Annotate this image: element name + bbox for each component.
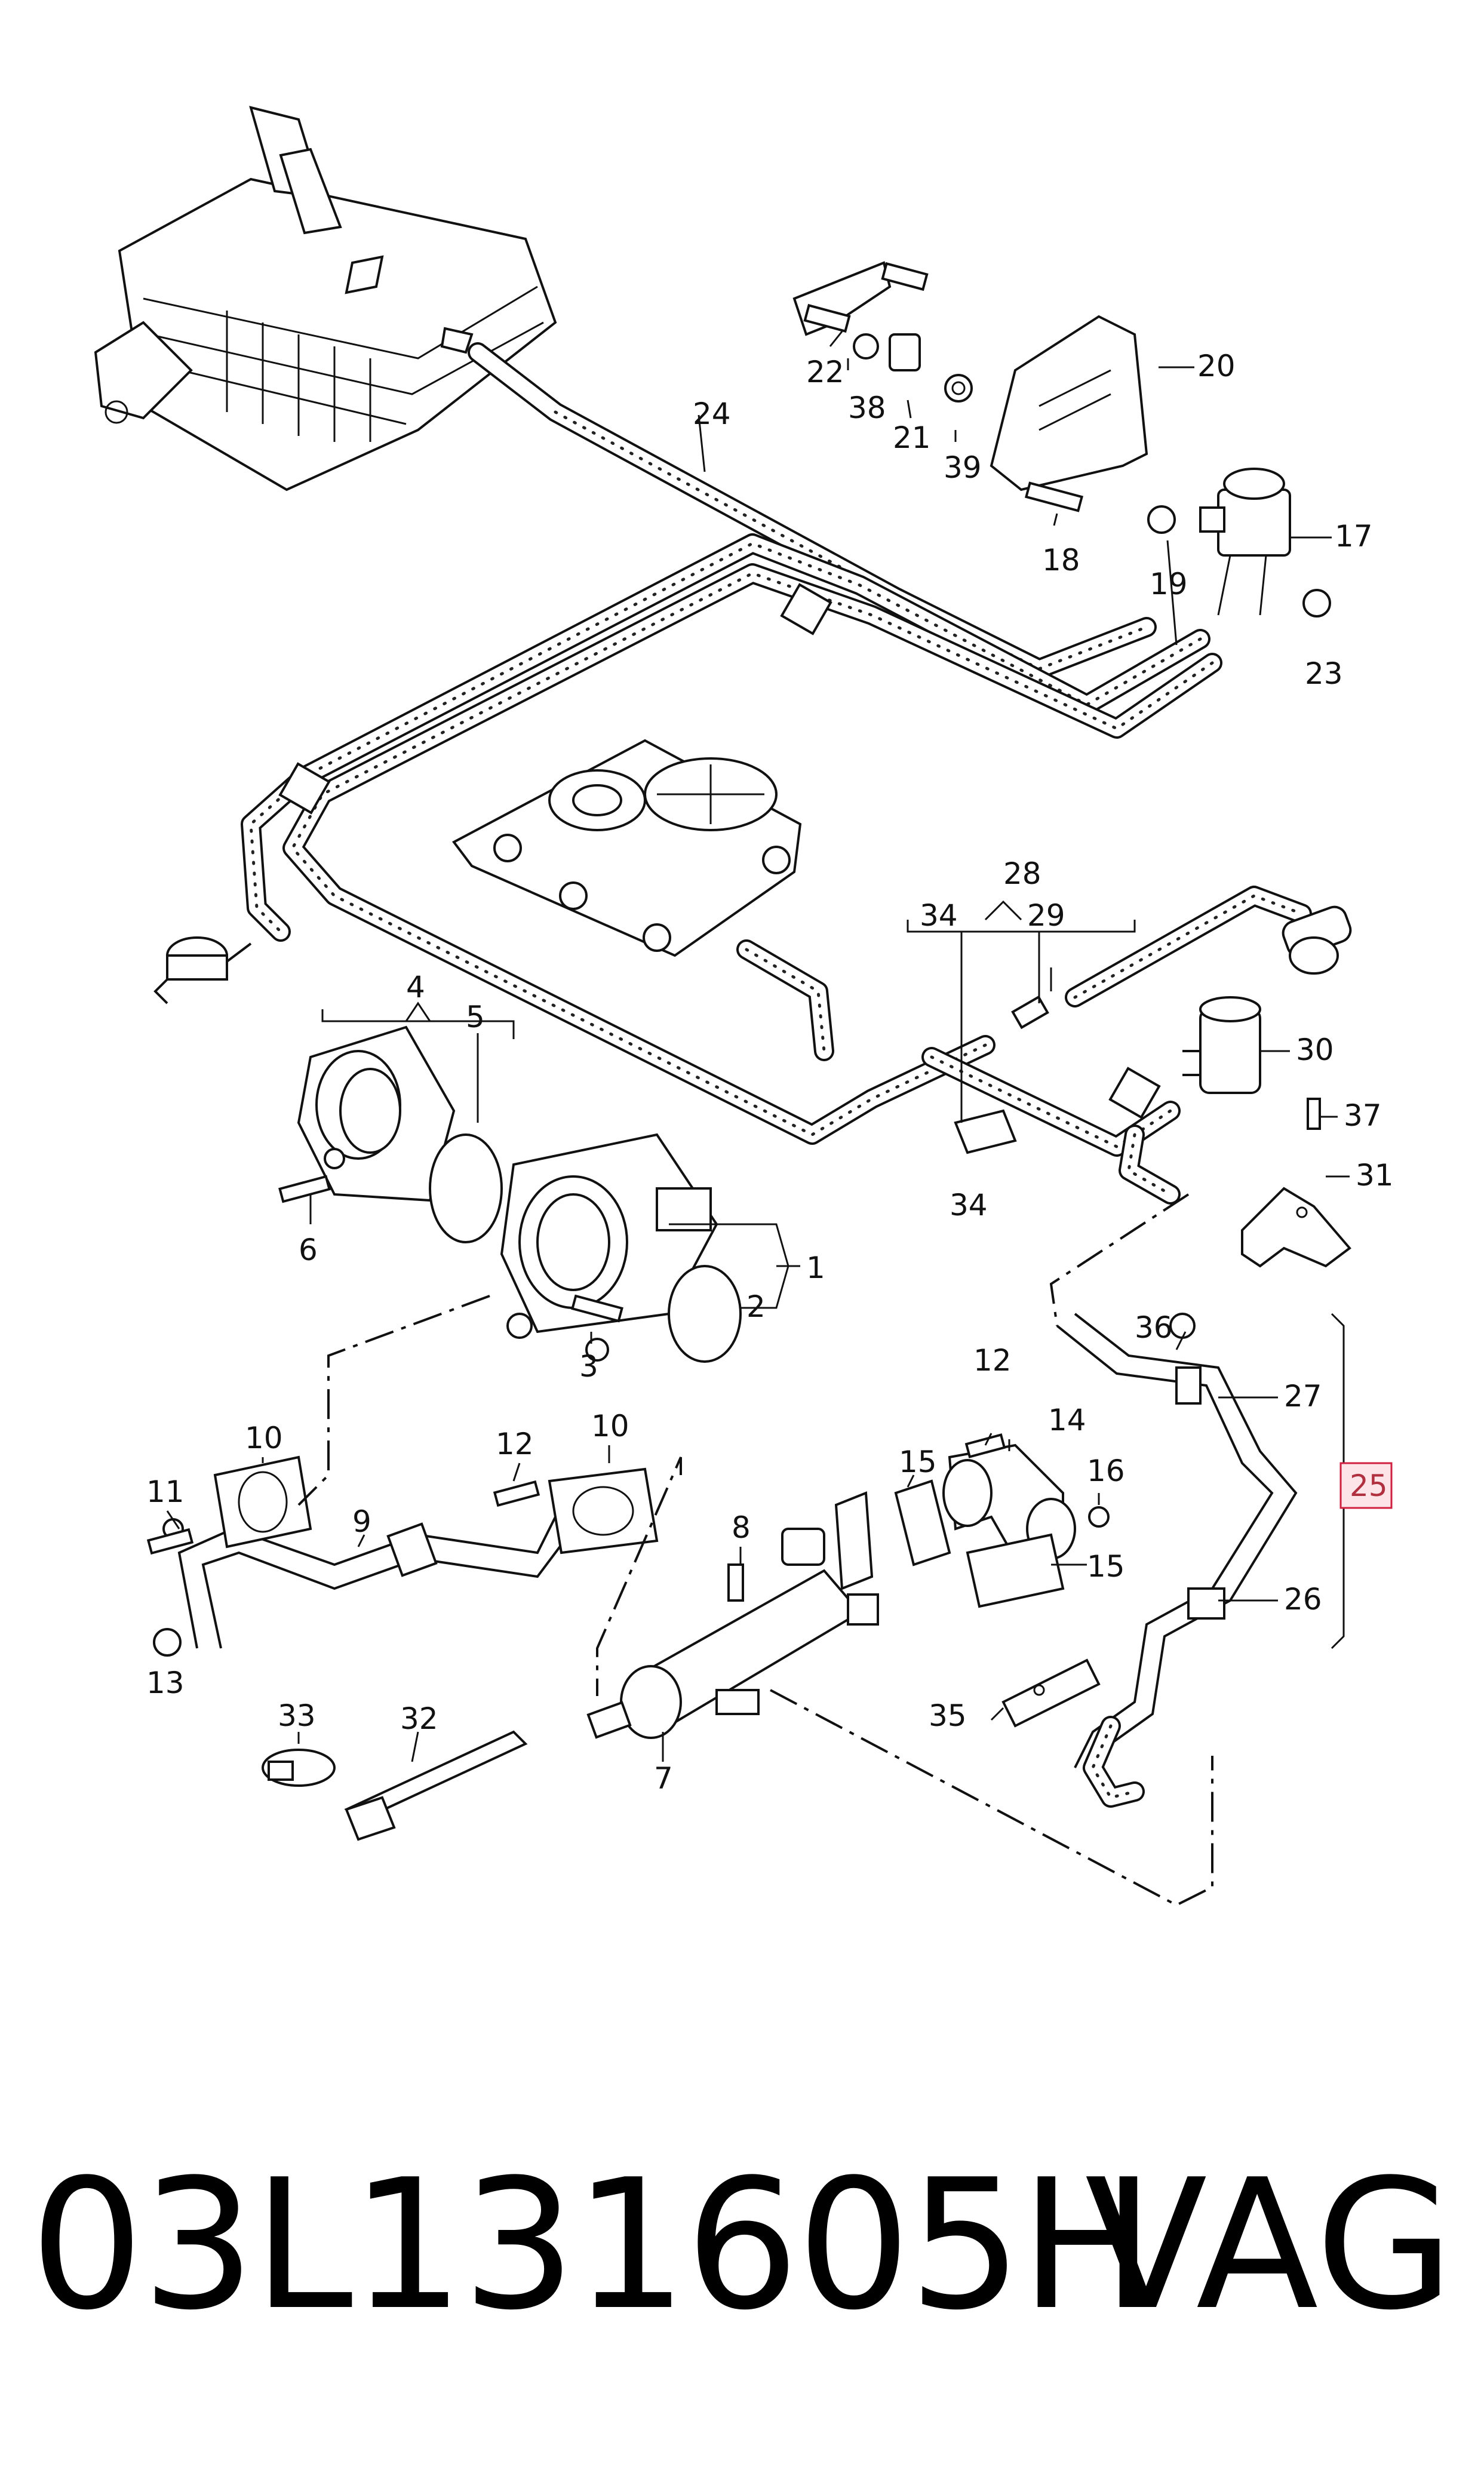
- callout-16: 16: [1087, 1454, 1125, 1488]
- callout-10b: 10: [591, 1409, 629, 1443]
- cylinder-head-cover: [451, 739, 802, 957]
- callout-25[interactable]: 25: [1350, 1469, 1388, 1503]
- egr-elbow-14: [942, 1443, 1076, 1560]
- callout-39: 39: [944, 450, 982, 485]
- vacuum-canister-left: [153, 936, 252, 1004]
- part-number: 03L131605H: [30, 2141, 1155, 2349]
- egr-cooler-7: [586, 1491, 879, 1739]
- hose-clamp-33: [262, 1749, 336, 1787]
- callout-8: 8: [732, 1510, 751, 1545]
- leader-dashdot-4: [1049, 1193, 1190, 1326]
- heat-shield-35: [1001, 1658, 1101, 1728]
- callout-12b: 12: [973, 1343, 1012, 1378]
- o-ring-2: [668, 1265, 742, 1363]
- brand-label: VAG: [1084, 2141, 1454, 2349]
- leader-dashdot-1: [297, 1295, 490, 1506]
- callout-1: 1: [806, 1251, 825, 1285]
- callout-4: 4: [406, 970, 425, 1004]
- callout-3: 3: [579, 1349, 598, 1384]
- callout-2: 2: [746, 1289, 766, 1324]
- vacuum-reservoir-30: [1182, 996, 1261, 1094]
- callout-14: 14: [1048, 1403, 1086, 1437]
- leader-lines: [166, 331, 1357, 1762]
- callout-24: 24: [693, 397, 731, 431]
- solenoid-bracket-assembly: [792, 261, 1331, 618]
- egr-tube-assembly: [1056, 1313, 1298, 1808]
- clip-34: [954, 1109, 1017, 1154]
- callout-28: 28: [1003, 856, 1041, 891]
- air-filter-housing: [94, 106, 557, 491]
- callout-17: 17: [1335, 519, 1373, 554]
- callout-18: 18: [1042, 543, 1080, 577]
- gasket-15b: [966, 1533, 1065, 1608]
- callout-20: 20: [1197, 349, 1236, 383]
- gasket-10-right: [548, 1467, 659, 1555]
- callout-13: 13: [146, 1666, 185, 1700]
- callout-29: 29: [1027, 898, 1065, 933]
- o-ring-5: [429, 1133, 503, 1243]
- callout-21: 21: [893, 420, 931, 455]
- callout-7: 7: [654, 1761, 673, 1796]
- leader-dashdot-3: [770, 1689, 1213, 1907]
- callout-32: 32: [400, 1701, 438, 1736]
- leader-dashdot-2: [596, 1457, 682, 1696]
- callout-19: 19: [1150, 567, 1188, 601]
- callout-22: 22: [806, 355, 844, 389]
- pressure-valve-right: [1282, 905, 1352, 975]
- check-valve-29: [1011, 995, 1049, 1030]
- callout-23: 23: [1305, 656, 1343, 691]
- exploded-parts-diagram: 24 20 22 38 21 39 18 19 17 23 4 5 6 1 2 …: [94, 106, 1394, 1907]
- gasket-15: [894, 1479, 951, 1566]
- callout-10a: 10: [245, 1421, 283, 1455]
- gasket-10-left: [213, 1455, 312, 1549]
- callout-35: 35: [929, 1698, 967, 1733]
- callout-12a: 12: [496, 1427, 534, 1461]
- callout-6: 6: [299, 1233, 318, 1267]
- callout-33: 33: [278, 1698, 316, 1733]
- bracket-31: [1241, 1187, 1351, 1268]
- callout-37: 37: [1344, 1098, 1382, 1133]
- egr-valve: [500, 1133, 718, 1362]
- callout-27: 27: [1284, 1379, 1322, 1414]
- callout-9: 9: [352, 1504, 371, 1539]
- callout-34b: 34: [950, 1188, 988, 1222]
- callout-15b: 15: [1087, 1549, 1125, 1584]
- callout-25-highlight-box[interactable]: [1339, 1462, 1393, 1509]
- vacuum-hose-network: [241, 342, 1312, 1205]
- throttle-body: [278, 1025, 456, 1203]
- callout-26: 26: [1284, 1582, 1322, 1617]
- callout-31: 31: [1356, 1158, 1394, 1193]
- callout-5: 5: [466, 1000, 485, 1034]
- callout-34a: 34: [920, 898, 958, 933]
- callout-38: 38: [848, 391, 886, 425]
- callout-30: 30: [1296, 1033, 1334, 1067]
- footer: 03L131605H VAG: [0, 2126, 1484, 2365]
- callout-15a: 15: [899, 1445, 937, 1479]
- callout-11: 11: [146, 1474, 185, 1509]
- callout-36: 36: [1135, 1310, 1173, 1345]
- cable-tie-32: [344, 1730, 528, 1841]
